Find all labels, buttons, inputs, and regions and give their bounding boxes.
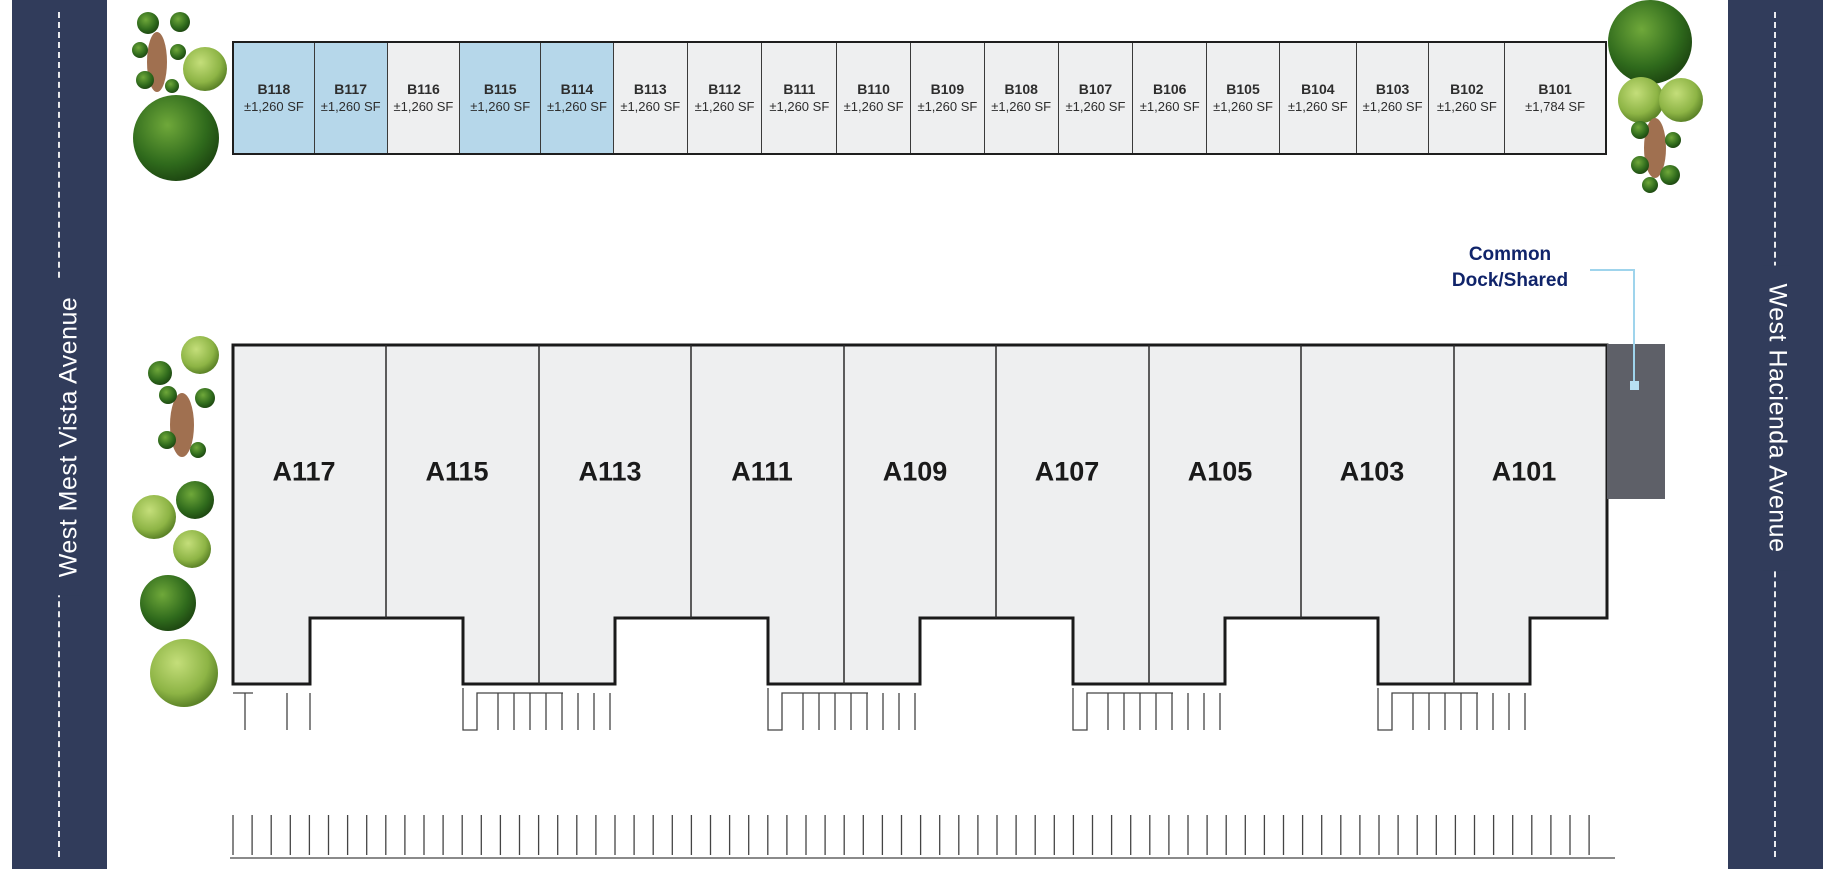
unit-name: B101 [1538, 81, 1572, 97]
unit-name: B114 [560, 81, 594, 97]
unit-name: B115 [483, 81, 517, 97]
dock-label-line2: Dock/Shared [1451, 270, 1569, 291]
unit-b111[interactable]: B111 ±1,260 SF [762, 43, 838, 153]
unit-name: B110 [857, 81, 890, 97]
unit-b101[interactable]: B101 ±1,784 SF [1505, 43, 1605, 153]
unit-a107[interactable]: A107 [1034, 456, 1100, 487]
building-a-outline [231, 343, 1609, 686]
unit-name: B116 [407, 81, 440, 97]
unit-size: ±1,260 SF [320, 99, 381, 114]
accessible-stall [767, 688, 868, 731]
unit-size: ±1,260 SF [547, 99, 607, 114]
unit-b102[interactable]: B102 ±1,260 SF [1429, 43, 1506, 153]
unit-name: B111 [783, 81, 816, 97]
unit-name: B118 [257, 81, 291, 97]
unit-name: B112 [708, 81, 741, 97]
unit-size: ±1,784 SF [1525, 99, 1586, 114]
unit-a115[interactable]: A115 [425, 456, 489, 487]
unit-b115[interactable]: B115 ±1,260 SF [460, 43, 542, 153]
dock-label: Common Dock/Shared [1428, 242, 1592, 294]
unit-a101[interactable]: A101 [1491, 456, 1557, 487]
unit-size: ±1,260 SF [1362, 99, 1423, 114]
unit-a105[interactable]: A105 [1187, 456, 1253, 487]
dock-label-line1: Common [1468, 244, 1552, 265]
unit-b112[interactable]: B112 ±1,260 SF [687, 43, 763, 153]
unit-size: ±1,260 SF [769, 99, 830, 114]
unit-name: B105 [1226, 81, 1260, 97]
unit-name: B108 [1004, 81, 1038, 97]
unit-size: ±1,260 SF [991, 99, 1052, 114]
unit-b108[interactable]: B108 ±1,260 SF [984, 43, 1059, 153]
unit-name: B117 [334, 81, 367, 97]
accessible-stall [1377, 688, 1478, 731]
unit-size: ±1,260 SF [243, 99, 304, 114]
unit-size: ±1,260 SF [1065, 99, 1126, 114]
unit-b106[interactable]: B106 ±1,260 SF [1133, 43, 1208, 153]
unit-name: B103 [1375, 81, 1410, 97]
unit-a103[interactable]: A103 [1339, 456, 1405, 487]
unit-name: B109 [930, 81, 965, 97]
unit-b110[interactable]: B110 ±1,260 SF [837, 43, 911, 153]
unit-size: ±1,260 SF [1213, 99, 1273, 114]
unit-size: ±1,260 SF [1287, 99, 1348, 114]
unit-name: B107 [1078, 81, 1113, 97]
unit-b118[interactable]: B118 ±1,260 SF [234, 43, 315, 153]
accessible-stall [1072, 688, 1173, 731]
unit-size: ±1,260 SF [917, 99, 978, 114]
unit-b103[interactable]: B103 ±1,260 SF [1356, 43, 1430, 153]
unit-b117[interactable]: B117 ±1,260 SF [314, 43, 388, 153]
unit-size: ±1,260 SF [1139, 99, 1200, 114]
street-west-hacienda: West Hacienda Avenue [1728, 0, 1823, 869]
unit-name: B106 [1153, 81, 1187, 97]
unit-a117[interactable]: A117 [272, 456, 336, 487]
unit-size: ±1,260 SF [470, 99, 531, 114]
accessible-stall [462, 688, 563, 731]
unit-name: B113 [633, 81, 667, 97]
unit-size: ±1,260 SF [1436, 99, 1497, 114]
unit-name: B102 [1450, 81, 1484, 97]
unit-b116[interactable]: B116 ±1,260 SF [387, 43, 461, 153]
unit-size: ±1,260 SF [843, 99, 904, 114]
unit-size: ±1,260 SF [620, 99, 681, 114]
unit-dividers [385, 345, 1455, 684]
unit-size: ±1,260 SF [393, 99, 454, 114]
unit-a113[interactable]: A113 [578, 456, 642, 487]
unit-b114[interactable]: B114 ±1,260 SF [541, 43, 614, 153]
unit-name: B104 [1301, 81, 1335, 97]
unit-a109[interactable]: A109 [882, 456, 948, 487]
unit-b105[interactable]: B105 ±1,260 SF [1207, 43, 1280, 153]
unit-b113[interactable]: B113 ±1,260 SF [613, 43, 688, 153]
unit-size: ±1,260 SF [694, 99, 755, 114]
street-west-mest-vista: West Mest Vista Avenue [12, 0, 107, 869]
unit-b109[interactable]: B109 ±1,260 SF [911, 43, 985, 153]
unit-b104[interactable]: B104 ±1,260 SF [1279, 43, 1357, 153]
unit-a111[interactable]: A111 [731, 456, 793, 487]
unit-b107[interactable]: B107 ±1,260 SF [1058, 43, 1134, 153]
